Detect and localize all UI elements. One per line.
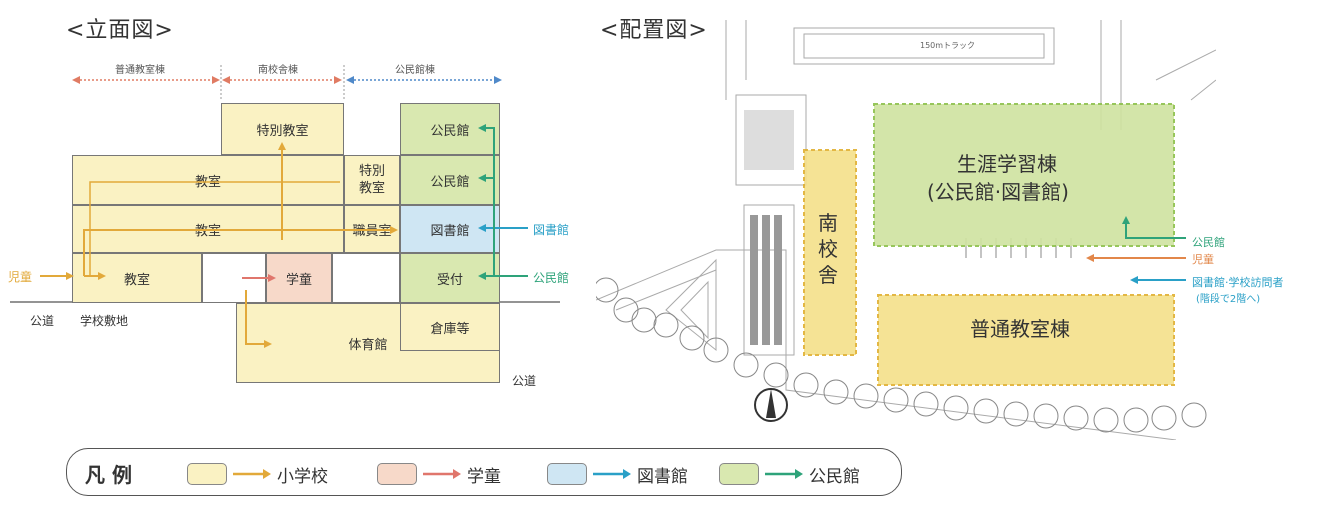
room-classroom-top: 教室 bbox=[72, 155, 344, 205]
legend-arrow-school bbox=[233, 469, 271, 479]
site-south-line2: 校 bbox=[818, 237, 838, 261]
label-library-entry: 図書館 bbox=[533, 223, 570, 237]
elevation-title: <立面図> bbox=[66, 18, 174, 43]
legend-label-school: 小学校 bbox=[277, 467, 328, 487]
label-public-road-left: 公道 bbox=[30, 314, 55, 328]
legend-label-community: 公民館 bbox=[809, 467, 860, 487]
room-library: 図書館 bbox=[400, 205, 500, 253]
legend-swatch-library bbox=[547, 463, 587, 485]
label-public-road-bottom: 公道 bbox=[512, 374, 537, 388]
legend-arrow-library bbox=[593, 469, 631, 479]
label-school-grounds: 学校敷地 bbox=[80, 314, 129, 328]
zone-label-south: 南校舎棟 bbox=[258, 65, 298, 76]
site-lifelong-building: 生涯学習棟 (公民館·図書館) bbox=[927, 150, 1069, 206]
legend: 凡 例 小学校 学童 図書館 公民館 bbox=[66, 448, 902, 496]
legend-arrow-community bbox=[765, 469, 803, 479]
site-lifelong-line2: (公民館·図書館) bbox=[927, 180, 1069, 204]
site-south-building: 南校舎 bbox=[818, 210, 838, 288]
legend-title: 凡 例 bbox=[85, 463, 132, 487]
site-lifelong-line1: 生涯学習棟 bbox=[956, 152, 1057, 176]
site-entry-community: 公民館 bbox=[1192, 236, 1225, 249]
room-special-classroom-2: 特別教室 bbox=[344, 155, 400, 205]
legend-swatch-community bbox=[719, 463, 759, 485]
site-plan-map bbox=[596, 20, 1216, 440]
zone-label-classroom: 普通教室棟 bbox=[115, 65, 165, 76]
site-south-line1: 南 bbox=[818, 211, 838, 235]
legend-arrow-gakudo bbox=[423, 469, 461, 479]
site-entry-visitors: 図書館·学校訪問者 bbox=[1192, 276, 1284, 289]
site-south-line3: 舎 bbox=[818, 263, 838, 287]
room-gakudo: 学童 bbox=[266, 253, 332, 303]
site-entry-children: 児童 bbox=[1192, 253, 1214, 266]
zone-label-community: 公民館棟 bbox=[395, 65, 435, 76]
room-empty-2 bbox=[332, 253, 400, 303]
room-classroom-bottom: 教室 bbox=[72, 253, 202, 303]
label-children-entry: 児童 bbox=[8, 270, 33, 284]
site-entry-visitors-note: (階段で2階へ) bbox=[1196, 294, 1261, 305]
legend-label-library: 図書館 bbox=[637, 467, 688, 487]
site-track-label: 150mトラック bbox=[920, 41, 976, 50]
room-storage: 倉庫等 bbox=[400, 303, 500, 351]
legend-swatch-school bbox=[187, 463, 227, 485]
room-special-2-line1: 特別 bbox=[358, 164, 385, 179]
room-reception: 受付 bbox=[400, 253, 500, 303]
elevation-arrows bbox=[40, 124, 528, 348]
legend-label-gakudo: 学童 bbox=[467, 467, 501, 487]
room-community-hall-1: 公民館 bbox=[400, 103, 500, 155]
site-plan-title: <配置図> bbox=[600, 18, 708, 43]
room-special-2-line2: 教室 bbox=[358, 181, 385, 196]
legend-swatch-gakudo bbox=[377, 463, 417, 485]
label-community-entry: 公民館 bbox=[533, 271, 570, 285]
site-classroom-building: 普通教室棟 bbox=[970, 317, 1070, 341]
